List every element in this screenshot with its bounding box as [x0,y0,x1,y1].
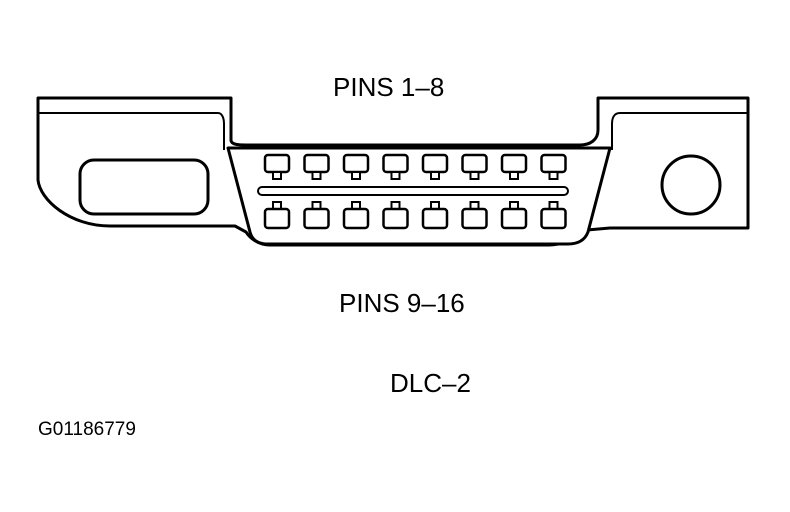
pin-6 [461,153,488,174]
pin-5-tab [430,171,440,180]
pin-4 [382,153,409,174]
pin-6-tab [469,171,480,180]
pin-2-tab [311,171,322,180]
bottom-pin-row [263,201,567,230]
pin-1-tab [272,171,282,180]
pins-9-16-label: PINS 9–16 [339,288,465,318]
pin-3-tab [351,171,361,180]
pin-2 [303,153,330,174]
top-pin-row [263,153,567,180]
pin-5 [421,153,449,174]
pin-14 [461,207,488,230]
housing-inner-right-edge [611,112,748,150]
pin-8-tab [548,171,559,180]
pin-16 [540,207,567,230]
connector-name-label: DLC–2 [390,368,471,398]
pin-1 [263,153,291,174]
housing-inner-left-edge [38,112,225,150]
pin-7 [500,153,528,174]
pin-11 [342,207,370,230]
pins-1-8-label: PINS 1–8 [333,72,445,102]
figure-code-label: G01186779 [38,419,136,440]
pin-13 [421,207,449,230]
pin-3 [342,153,370,174]
pin-10 [303,207,330,230]
pin-9 [263,207,291,230]
right-mounting-hole [660,154,722,216]
pin-row-separator [257,186,569,196]
pin-7-tab [509,171,519,180]
pin-8 [540,153,567,174]
pin-15 [500,207,528,230]
pin-4-tab [390,171,401,180]
left-mounting-slot [78,158,210,216]
pin-12 [382,207,409,230]
